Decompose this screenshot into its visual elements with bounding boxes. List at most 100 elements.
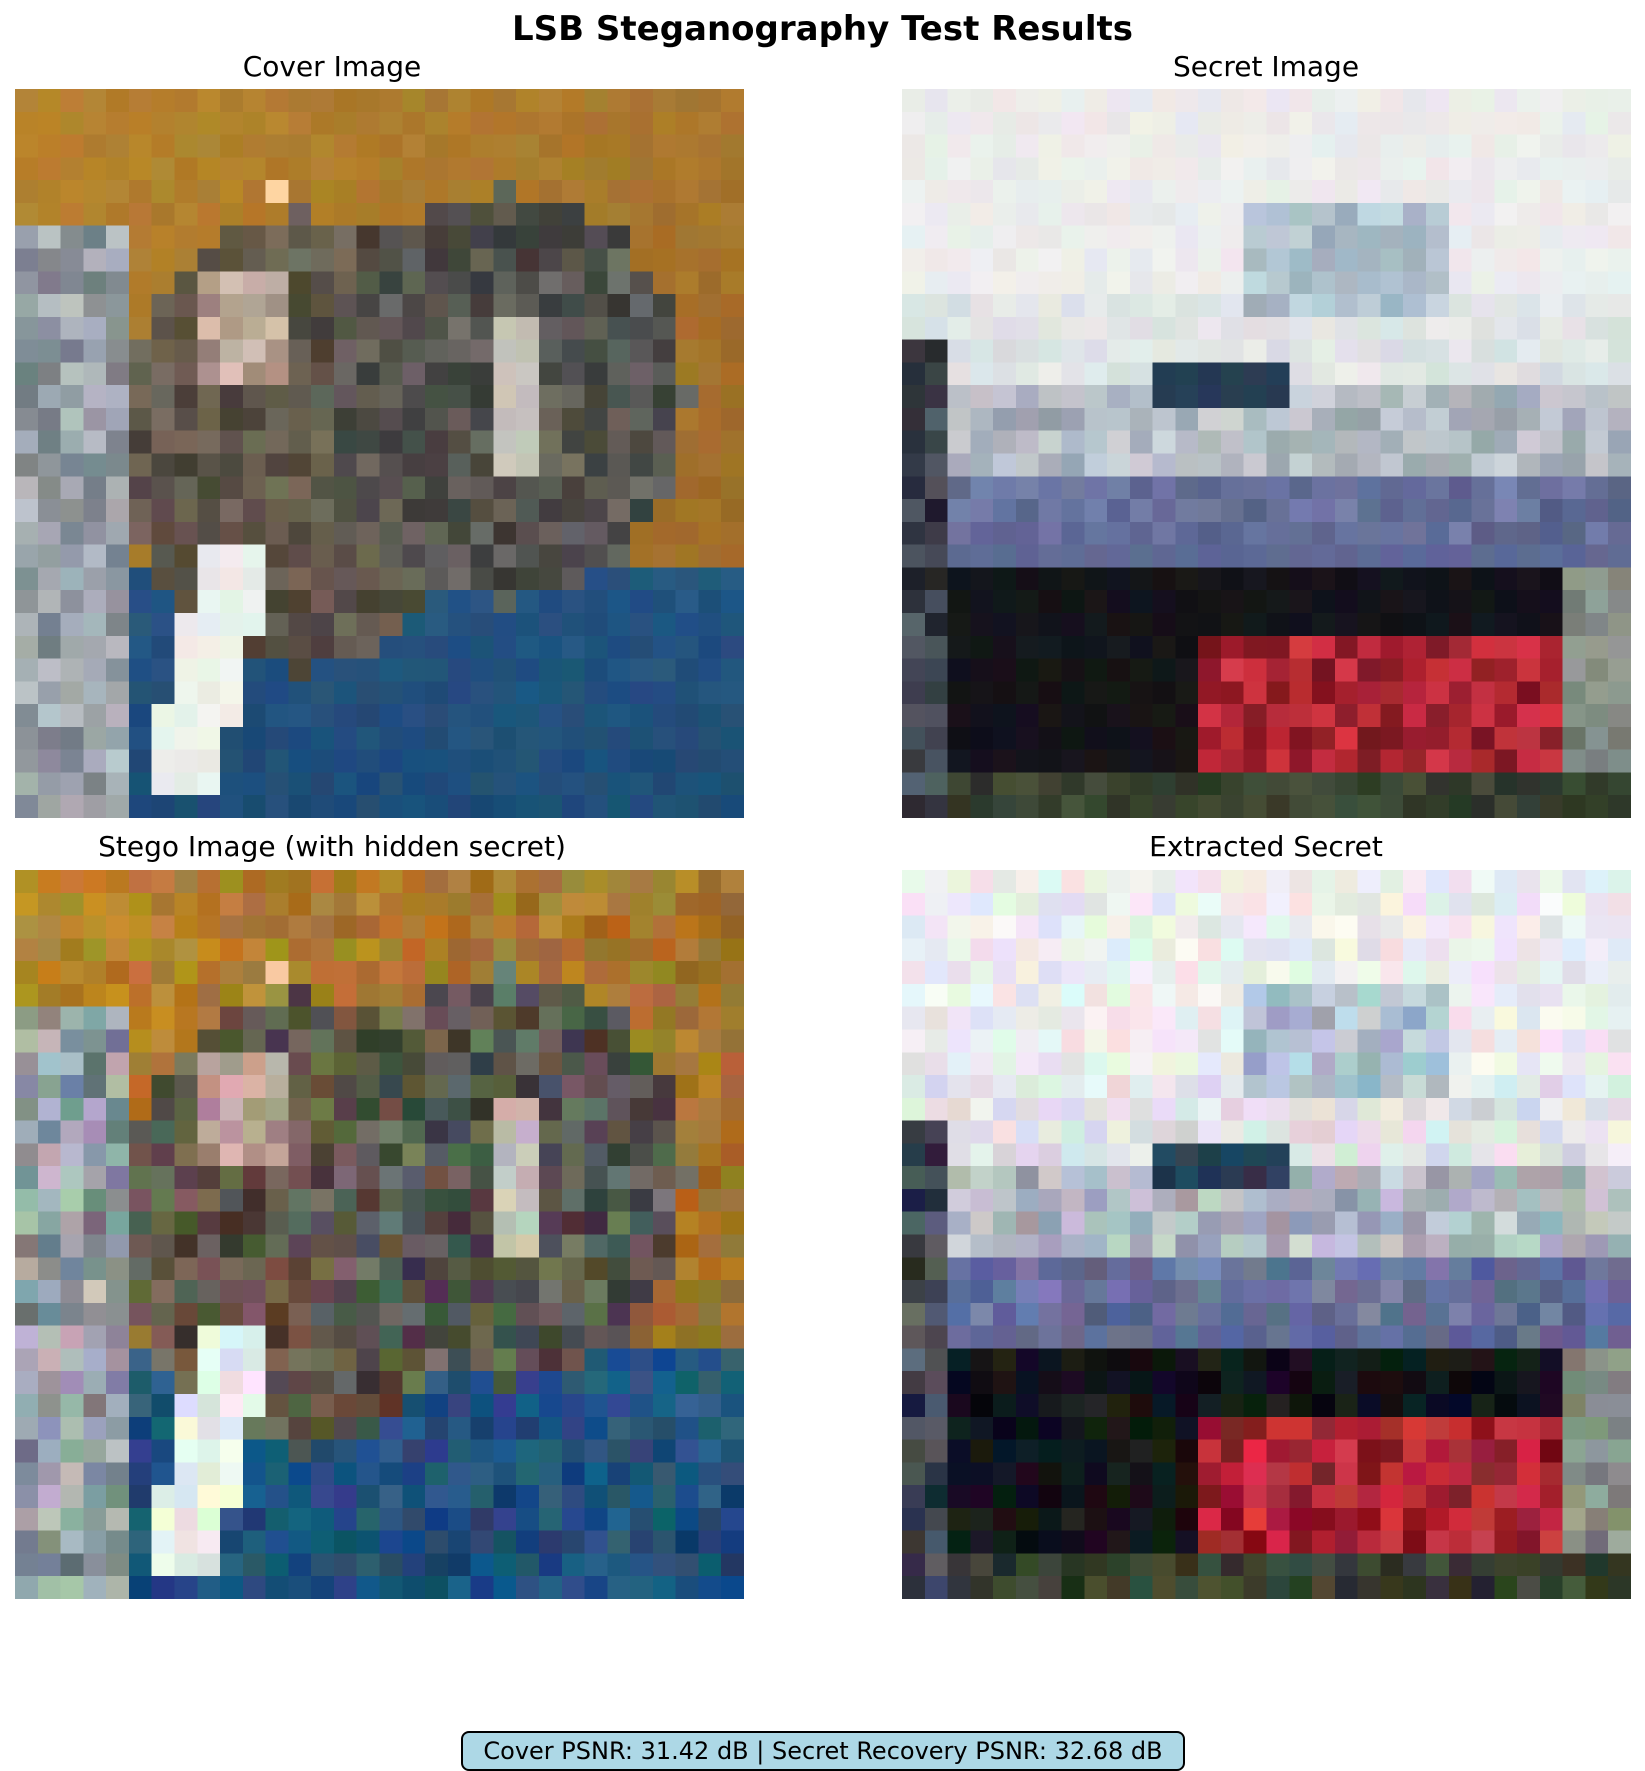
image-pixel (516, 430, 540, 454)
image-pixel (60, 567, 84, 591)
image-pixel (220, 1234, 244, 1258)
image-pixel (970, 1325, 994, 1349)
image-pixel (265, 726, 289, 751)
image-pixel (288, 1348, 312, 1372)
image-pixel (242, 726, 267, 751)
image-pixel (584, 1075, 608, 1099)
image-pixel (425, 1211, 449, 1235)
image-pixel (1312, 704, 1336, 728)
image-pixel (1562, 704, 1586, 728)
image-pixel (37, 1234, 62, 1258)
image-pixel (652, 1052, 677, 1076)
image-pixel (1380, 1576, 1404, 1599)
image-pixel (1517, 1143, 1541, 1167)
image-pixel (425, 134, 449, 158)
image-pixel (1129, 1302, 1154, 1327)
image-pixel (470, 476, 494, 500)
image-pixel (425, 795, 449, 818)
image-pixel (333, 795, 358, 818)
image-pixel (379, 111, 403, 136)
image-pixel (1357, 915, 1381, 939)
image-pixel (947, 983, 971, 1008)
image-pixel (698, 111, 722, 136)
image-pixel (607, 89, 631, 113)
image-pixel (106, 1485, 130, 1509)
image-pixel (1038, 111, 1062, 136)
image-pixel (242, 453, 267, 477)
image-pixel (721, 134, 744, 158)
image-pixel (356, 316, 380, 341)
image-pixel (1015, 1166, 1040, 1190)
image-pixel (1289, 1257, 1313, 1281)
image-pixel (1380, 476, 1404, 500)
image-pixel (1152, 1166, 1176, 1190)
image-pixel (993, 1257, 1017, 1281)
image-pixel (242, 590, 267, 614)
image-pixel (1015, 225, 1040, 249)
image-pixel (1175, 339, 1199, 363)
image-pixel (1084, 316, 1108, 341)
image-pixel (1357, 225, 1381, 249)
image-pixel (1015, 1006, 1040, 1030)
image-pixel (1175, 294, 1199, 318)
image-pixel (265, 134, 289, 158)
image-pixel (607, 1416, 631, 1440)
image-pixel (1152, 1462, 1176, 1486)
image-pixel (1220, 961, 1245, 985)
image-pixel (947, 704, 971, 728)
image-pixel (311, 1553, 335, 1577)
image-pixel (924, 1234, 949, 1258)
image-pixel (516, 476, 540, 500)
image-pixel (970, 1166, 994, 1190)
image-pixel (1357, 157, 1381, 181)
image-pixel (902, 1371, 926, 1395)
image-pixel (15, 362, 39, 386)
image-pixel (1243, 1006, 1267, 1030)
image-pixel (1380, 567, 1404, 591)
image-pixel (1471, 248, 1495, 272)
image-pixel (1562, 1234, 1586, 1258)
image-pixel (561, 271, 585, 295)
image-pixel (1562, 1211, 1586, 1235)
image-pixel (1562, 1553, 1586, 1577)
image-pixel (1380, 961, 1404, 985)
image-pixel (1289, 1348, 1313, 1372)
image-pixel (174, 1530, 198, 1554)
image-pixel (1448, 590, 1472, 614)
image-pixel (1380, 294, 1404, 318)
image-pixel (197, 1075, 221, 1099)
image-pixel (561, 1143, 585, 1167)
image-pixel (15, 1280, 39, 1304)
image-pixel (1198, 1325, 1222, 1349)
image-pixel (924, 567, 949, 591)
image-pixel (1380, 271, 1404, 295)
image-pixel (1334, 1439, 1359, 1463)
image-pixel (1425, 476, 1450, 500)
image-pixel (128, 1280, 153, 1304)
image-pixel (1084, 1120, 1108, 1144)
image-pixel (37, 749, 62, 773)
image-pixel (1198, 938, 1222, 962)
image-pixel (1152, 983, 1176, 1008)
image-pixel (174, 225, 198, 249)
image-pixel (675, 749, 699, 773)
image-pixel (947, 1257, 971, 1281)
image-pixel (1198, 1052, 1222, 1076)
image-pixel (1562, 1348, 1586, 1372)
image-pixel (174, 915, 198, 939)
image-pixel (106, 1143, 130, 1167)
image-pixel (60, 1029, 84, 1053)
image-pixel (1494, 704, 1518, 728)
image-pixel (15, 1075, 39, 1099)
image-pixel (128, 772, 153, 796)
image-pixel (425, 870, 449, 894)
image-pixel (947, 476, 971, 500)
image-pixel (128, 915, 153, 939)
image-pixel (1471, 795, 1495, 818)
image-pixel (584, 339, 608, 363)
image-pixel (402, 658, 426, 682)
image-pixel (675, 1211, 699, 1235)
image-pixel (288, 1280, 312, 1304)
image-pixel (993, 1029, 1017, 1053)
image-pixel (60, 430, 84, 454)
